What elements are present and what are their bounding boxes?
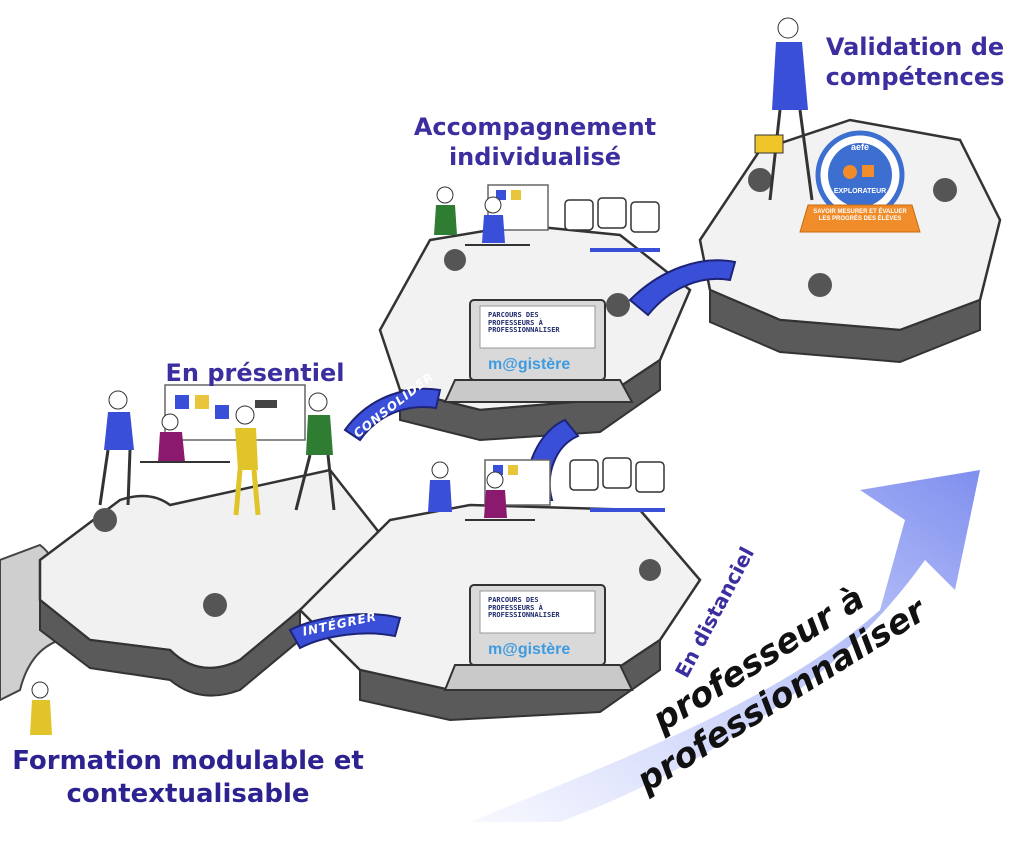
laptop-bottom-line2: PROFESSEURS À bbox=[488, 603, 543, 612]
badge-middle-text: EXPLORATEUR bbox=[833, 188, 887, 195]
people-presentiel bbox=[98, 390, 336, 516]
connector-arrow-1 bbox=[343, 387, 442, 442]
laptop-bottom bbox=[443, 584, 634, 691]
connector-arrow-2 bbox=[288, 613, 402, 650]
label-presentiel: En présentiel bbox=[165, 359, 345, 387]
laptop-bottom-screen: PARCOURS DES PROFESSEURS À PROFESSIONNAL… bbox=[488, 596, 560, 620]
people-accompagnement bbox=[434, 186, 530, 246]
badge-top-text: aefe bbox=[850, 142, 869, 152]
laptop-top-screen: PARCOURS DES PROFESSEURS À PROFESSIONNAL… bbox=[488, 311, 560, 335]
label-validation: Validation de compétences bbox=[825, 33, 1005, 91]
laptop-top-line2: PROFESSEURS À bbox=[488, 318, 543, 327]
laptop-bottom-line3: PROFESSIONNALISER bbox=[488, 611, 560, 620]
laptop-top-line1: PARCOURS DES bbox=[488, 311, 539, 319]
connector-arrow-4 bbox=[628, 259, 737, 317]
laptop-top-line3: PROFESSIONNALISER bbox=[488, 326, 560, 335]
aefe-badge bbox=[799, 130, 921, 233]
badge-ribbon-text: SAVOIR MESURER ET ÉVALUER LES PROGRÈS DE… bbox=[813, 209, 907, 222]
laptop-bottom-line1: PARCOURS DES bbox=[488, 596, 539, 604]
label-accompagnement: Accompagnement individualisé bbox=[413, 113, 657, 171]
progress-arrow bbox=[470, 470, 980, 822]
laptop-bottom-brand: m@gistère bbox=[488, 641, 571, 658]
scene-illustration bbox=[0, 17, 1002, 822]
video-call-screens-top bbox=[564, 197, 660, 252]
puzzle-platform-presentiel bbox=[38, 468, 387, 697]
label-formation: Formation modulable et contextualisable bbox=[12, 746, 364, 809]
person-carrying-piece bbox=[30, 681, 52, 735]
laptop-top bbox=[443, 299, 634, 403]
person-validation bbox=[754, 17, 814, 201]
laptop-top-brand: m@gistère bbox=[488, 356, 571, 373]
whiteboard-presentiel bbox=[164, 384, 306, 441]
video-call-screens-bottom bbox=[569, 457, 665, 512]
people-distanciel bbox=[428, 461, 535, 521]
